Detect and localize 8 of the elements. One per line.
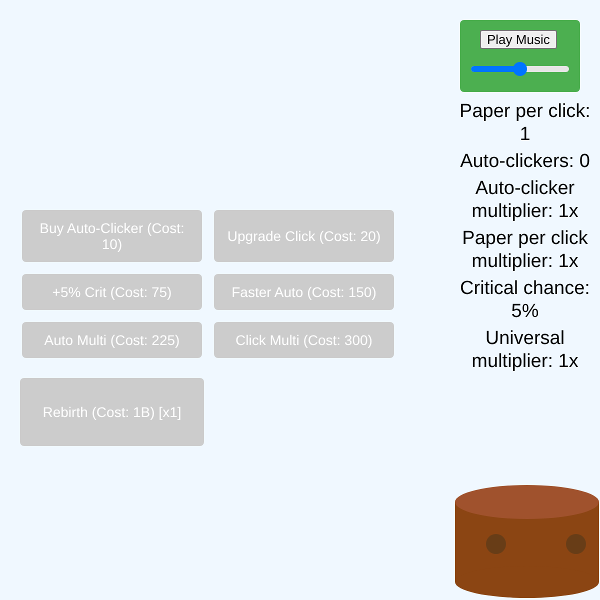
stat-text: Critical chance: 5% [459,277,591,323]
stat-text: Universal multiplier: 1x [470,327,580,373]
play-button: Play Music [480,30,557,49]
stat-text: Auto-clicker multiplier: 1x [470,177,580,223]
stat-text: Paper per click multiplier: 1x [461,227,589,273]
music-panel [460,20,580,92]
stat-text: Paper per click: 1 [458,100,592,146]
stat-text: Auto-clickers: 0 [459,150,591,173]
